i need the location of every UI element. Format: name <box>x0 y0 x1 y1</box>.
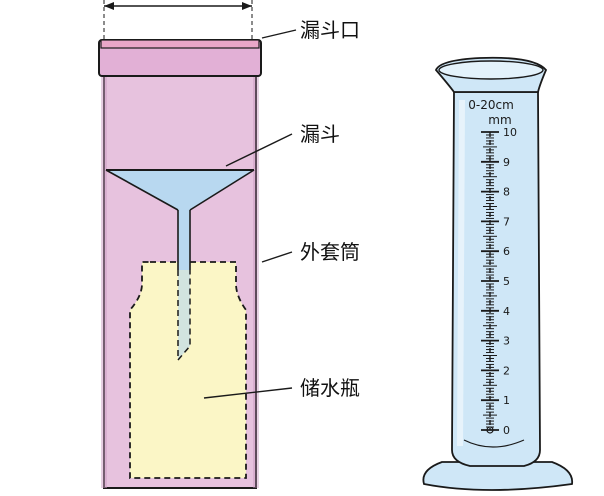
tick-label: 3 <box>503 335 510 348</box>
storage-bottle <box>129 261 247 479</box>
funnel-mouth-rim <box>98 39 262 77</box>
cylinder-range-label: 0-20cm <box>468 98 514 112</box>
funnel-label: 漏斗 <box>300 122 340 146</box>
funnel <box>105 169 255 363</box>
tick-label: 6 <box>503 245 510 258</box>
storage-bottle-label: 储水瓶 <box>300 376 360 400</box>
tick-label: 0 <box>503 424 510 437</box>
tick-label: 2 <box>503 364 510 377</box>
tick-label: 8 <box>503 186 510 199</box>
zero-mark <box>486 426 494 434</box>
tick-label: 10 <box>503 126 517 139</box>
tick-label: 9 <box>503 156 510 169</box>
funnel-mouth-label: 漏斗口 <box>300 18 360 42</box>
outer-cylinder-label: 外套筒 <box>300 240 360 264</box>
tick-label: 7 <box>503 215 510 228</box>
tick-label: 1 <box>503 394 510 407</box>
cylinder-unit-label: mm <box>488 113 511 127</box>
width-dimension-line <box>103 0 253 40</box>
label-leaders <box>203 29 297 399</box>
tick-label: 5 <box>503 275 510 288</box>
tick-label: 4 <box>503 305 510 318</box>
